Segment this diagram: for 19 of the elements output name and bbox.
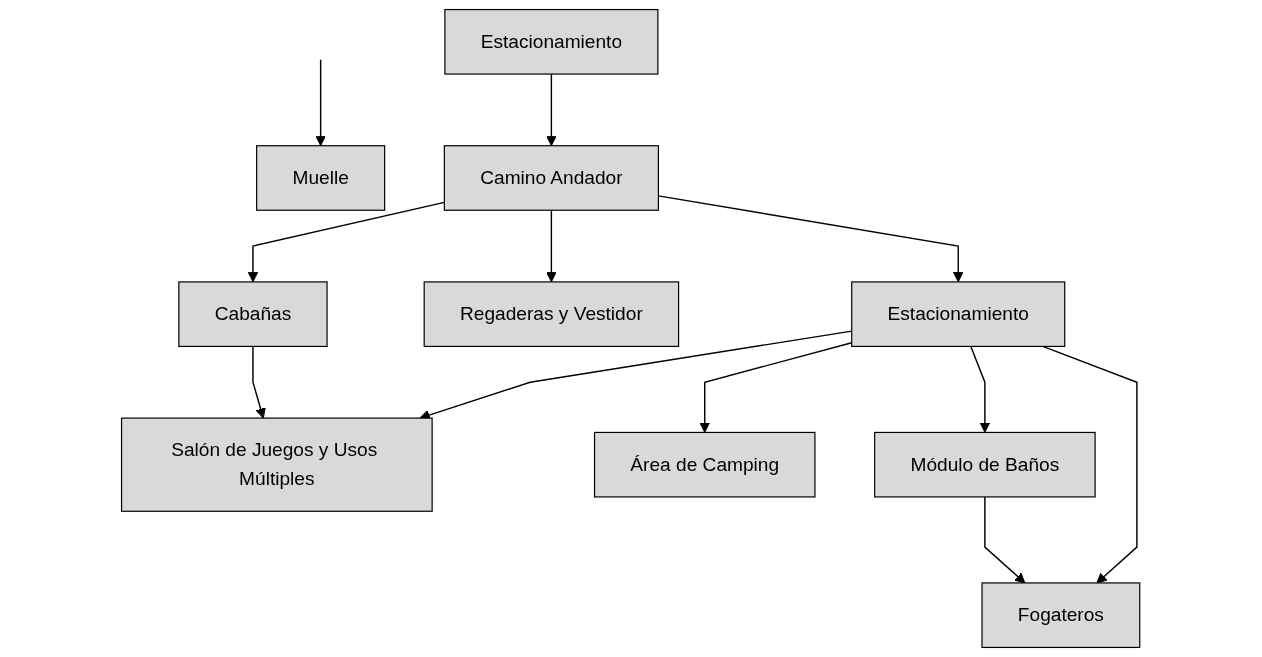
arrow <box>546 73 557 147</box>
node-box: Estacionamiento <box>444 8 659 75</box>
node-box: Estacionamiento <box>851 281 1066 347</box>
arrow <box>699 342 853 433</box>
node-box: Muelle <box>256 145 386 211</box>
node-box: Fogateros <box>981 582 1141 649</box>
node-box: Regaderas y Vestidor <box>423 281 680 347</box>
node-box: Área de Camping <box>594 431 816 498</box>
arrow <box>252 345 267 419</box>
node-box: Salón de Juegos y Usos Múltiples <box>121 417 434 512</box>
node-box: Cabañas <box>178 281 328 347</box>
arrow <box>315 59 327 147</box>
arrow <box>984 496 1026 584</box>
node-box: Camino Andador <box>444 145 660 211</box>
arrow <box>546 209 557 283</box>
arrow <box>1042 345 1138 584</box>
arrow <box>970 345 991 433</box>
arrow <box>658 195 964 283</box>
node-box: Módulo de Baños <box>874 431 1097 498</box>
